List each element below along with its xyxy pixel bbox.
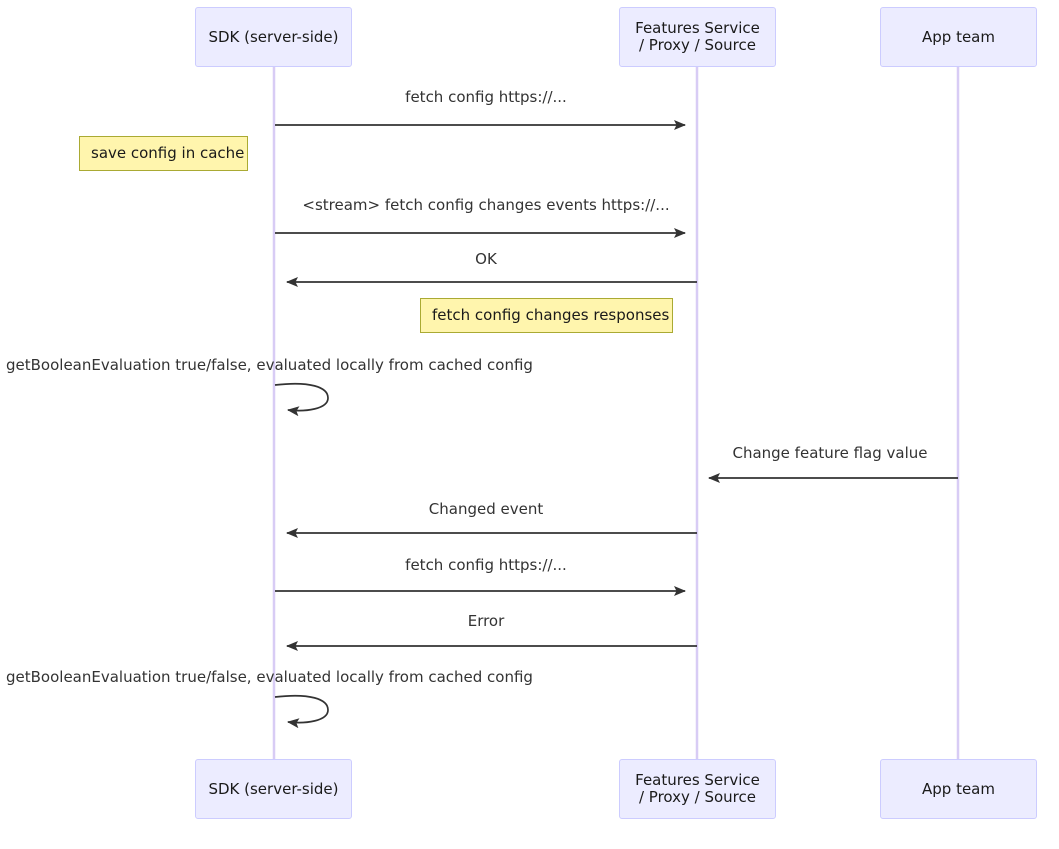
message-label-m2: <stream> fetch config changes events htt… [302, 197, 669, 214]
message-text-m5: Change feature flag value [732, 444, 928, 462]
message-label-m4: getBooleanEvaluation true/false, evaluat… [6, 357, 533, 374]
note-text-fetch-config-changes-responses: fetch config changes responses [432, 306, 670, 324]
participant-box-features-bottom[interactable]: Features Service / Proxy / Source [619, 759, 776, 819]
note-text-save-config-in-cache: save config in cache [91, 144, 245, 162]
participant-label-appteam-top: App team [922, 27, 995, 46]
message-text-m3: OK [475, 250, 497, 268]
message-label-m3: OK [475, 251, 497, 268]
participant-box-features-top[interactable]: Features Service / Proxy / Source [619, 7, 776, 67]
message-label-m7: fetch config https://... [405, 557, 567, 574]
participant-label-features-top: Features Service / Proxy / Source [635, 19, 760, 54]
message-label-m8: Error [468, 613, 505, 630]
message-label-m9: getBooleanEvaluation true/false, evaluat… [6, 669, 533, 686]
note-fetch-config-changes-responses: fetch config changes responses [420, 298, 673, 333]
message-label-m6: Changed event [429, 501, 543, 518]
message-text-m2: <stream> fetch config changes events htt… [302, 196, 670, 214]
note-save-config-in-cache: save config in cache [79, 136, 248, 171]
message-label-m1: fetch config https://... [405, 89, 567, 106]
participant-box-appteam-top[interactable]: App team [880, 7, 1037, 67]
participant-label-sdk-top: SDK (server-side) [208, 27, 339, 46]
message-arrow-m4-selfloop [274, 382, 329, 417]
lifelines [272, 67, 960, 759]
message-text-m1: fetch config https://... [405, 88, 567, 106]
message-text-m8: Error [467, 612, 505, 630]
participant-label-sdk-bottom: SDK (server-side) [208, 779, 339, 798]
message-text-m6: Changed event [428, 500, 544, 518]
message-text-m7: fetch config https://... [405, 556, 567, 574]
participant-label-appteam-bottom: App team [922, 779, 995, 798]
message-arrow-m9-selfloop [274, 694, 329, 729]
participant-box-appteam-bottom[interactable]: App team [880, 759, 1037, 819]
message-label-m5: Change feature flag value [732, 445, 927, 462]
message-text-m9: getBooleanEvaluation true/false, evaluat… [6, 668, 533, 686]
participant-box-sdk-bottom[interactable]: SDK (server-side) [195, 759, 352, 819]
participant-box-sdk-top[interactable]: SDK (server-side) [195, 7, 352, 67]
participant-label-features-bottom: Features Service / Proxy / Source [635, 771, 760, 806]
message-text-m4: getBooleanEvaluation true/false, evaluat… [6, 356, 533, 374]
